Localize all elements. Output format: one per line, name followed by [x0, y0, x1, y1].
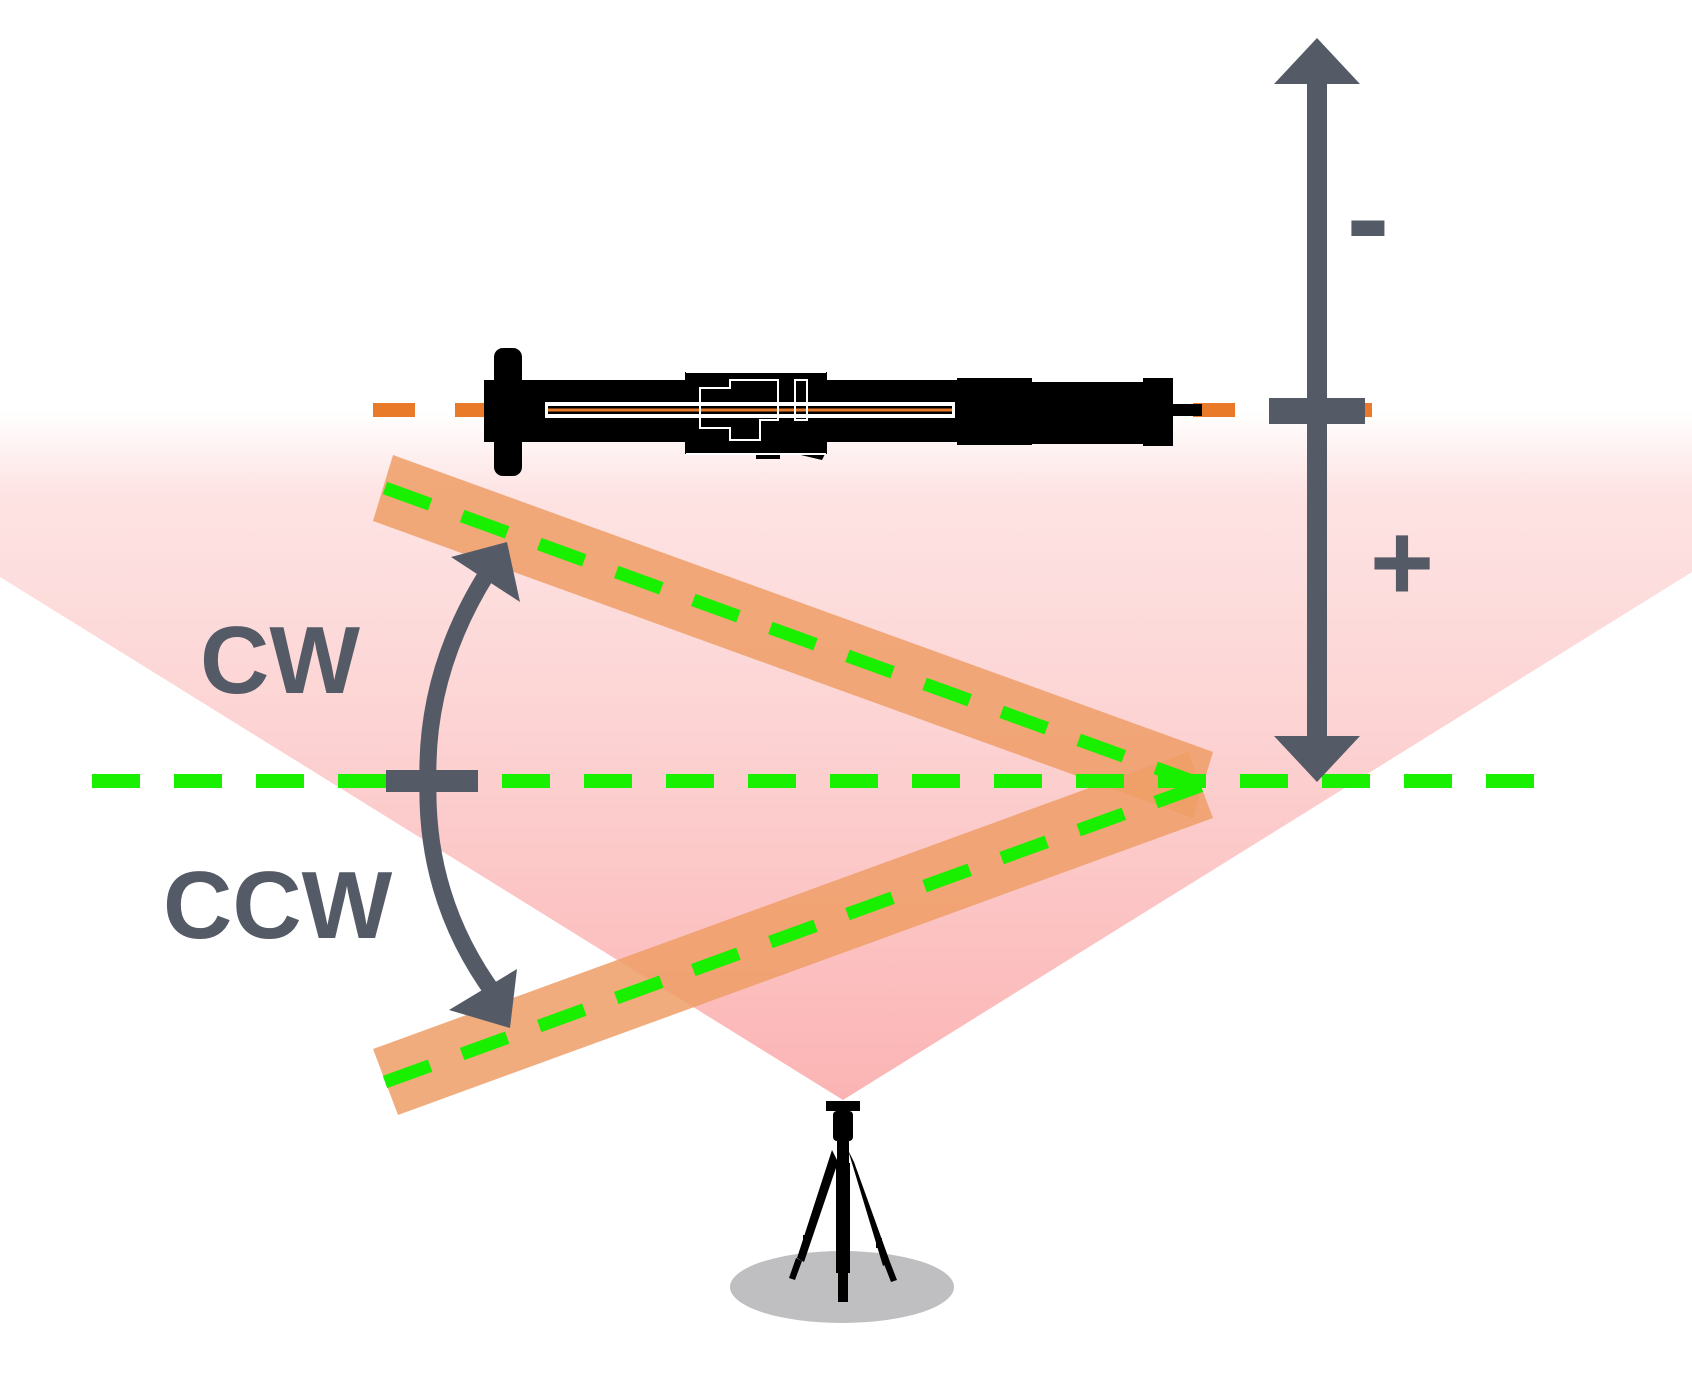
- label-cw: CW: [200, 607, 360, 714]
- tripod-icon: [730, 1101, 954, 1323]
- rotation-angle-arrow: [386, 542, 520, 1028]
- field-of-view-cone: [0, 410, 1692, 1100]
- laser-line-ccw: [382, 778, 1206, 1089]
- label-ccw: CCW: [163, 852, 393, 959]
- label-minus: -: [1346, 144, 1389, 290]
- laser-line-cw: [382, 481, 1206, 792]
- label-plus: +: [1370, 501, 1434, 624]
- laser-device-icon: [484, 348, 1202, 476]
- vertical-offset-arrow: [1269, 38, 1365, 782]
